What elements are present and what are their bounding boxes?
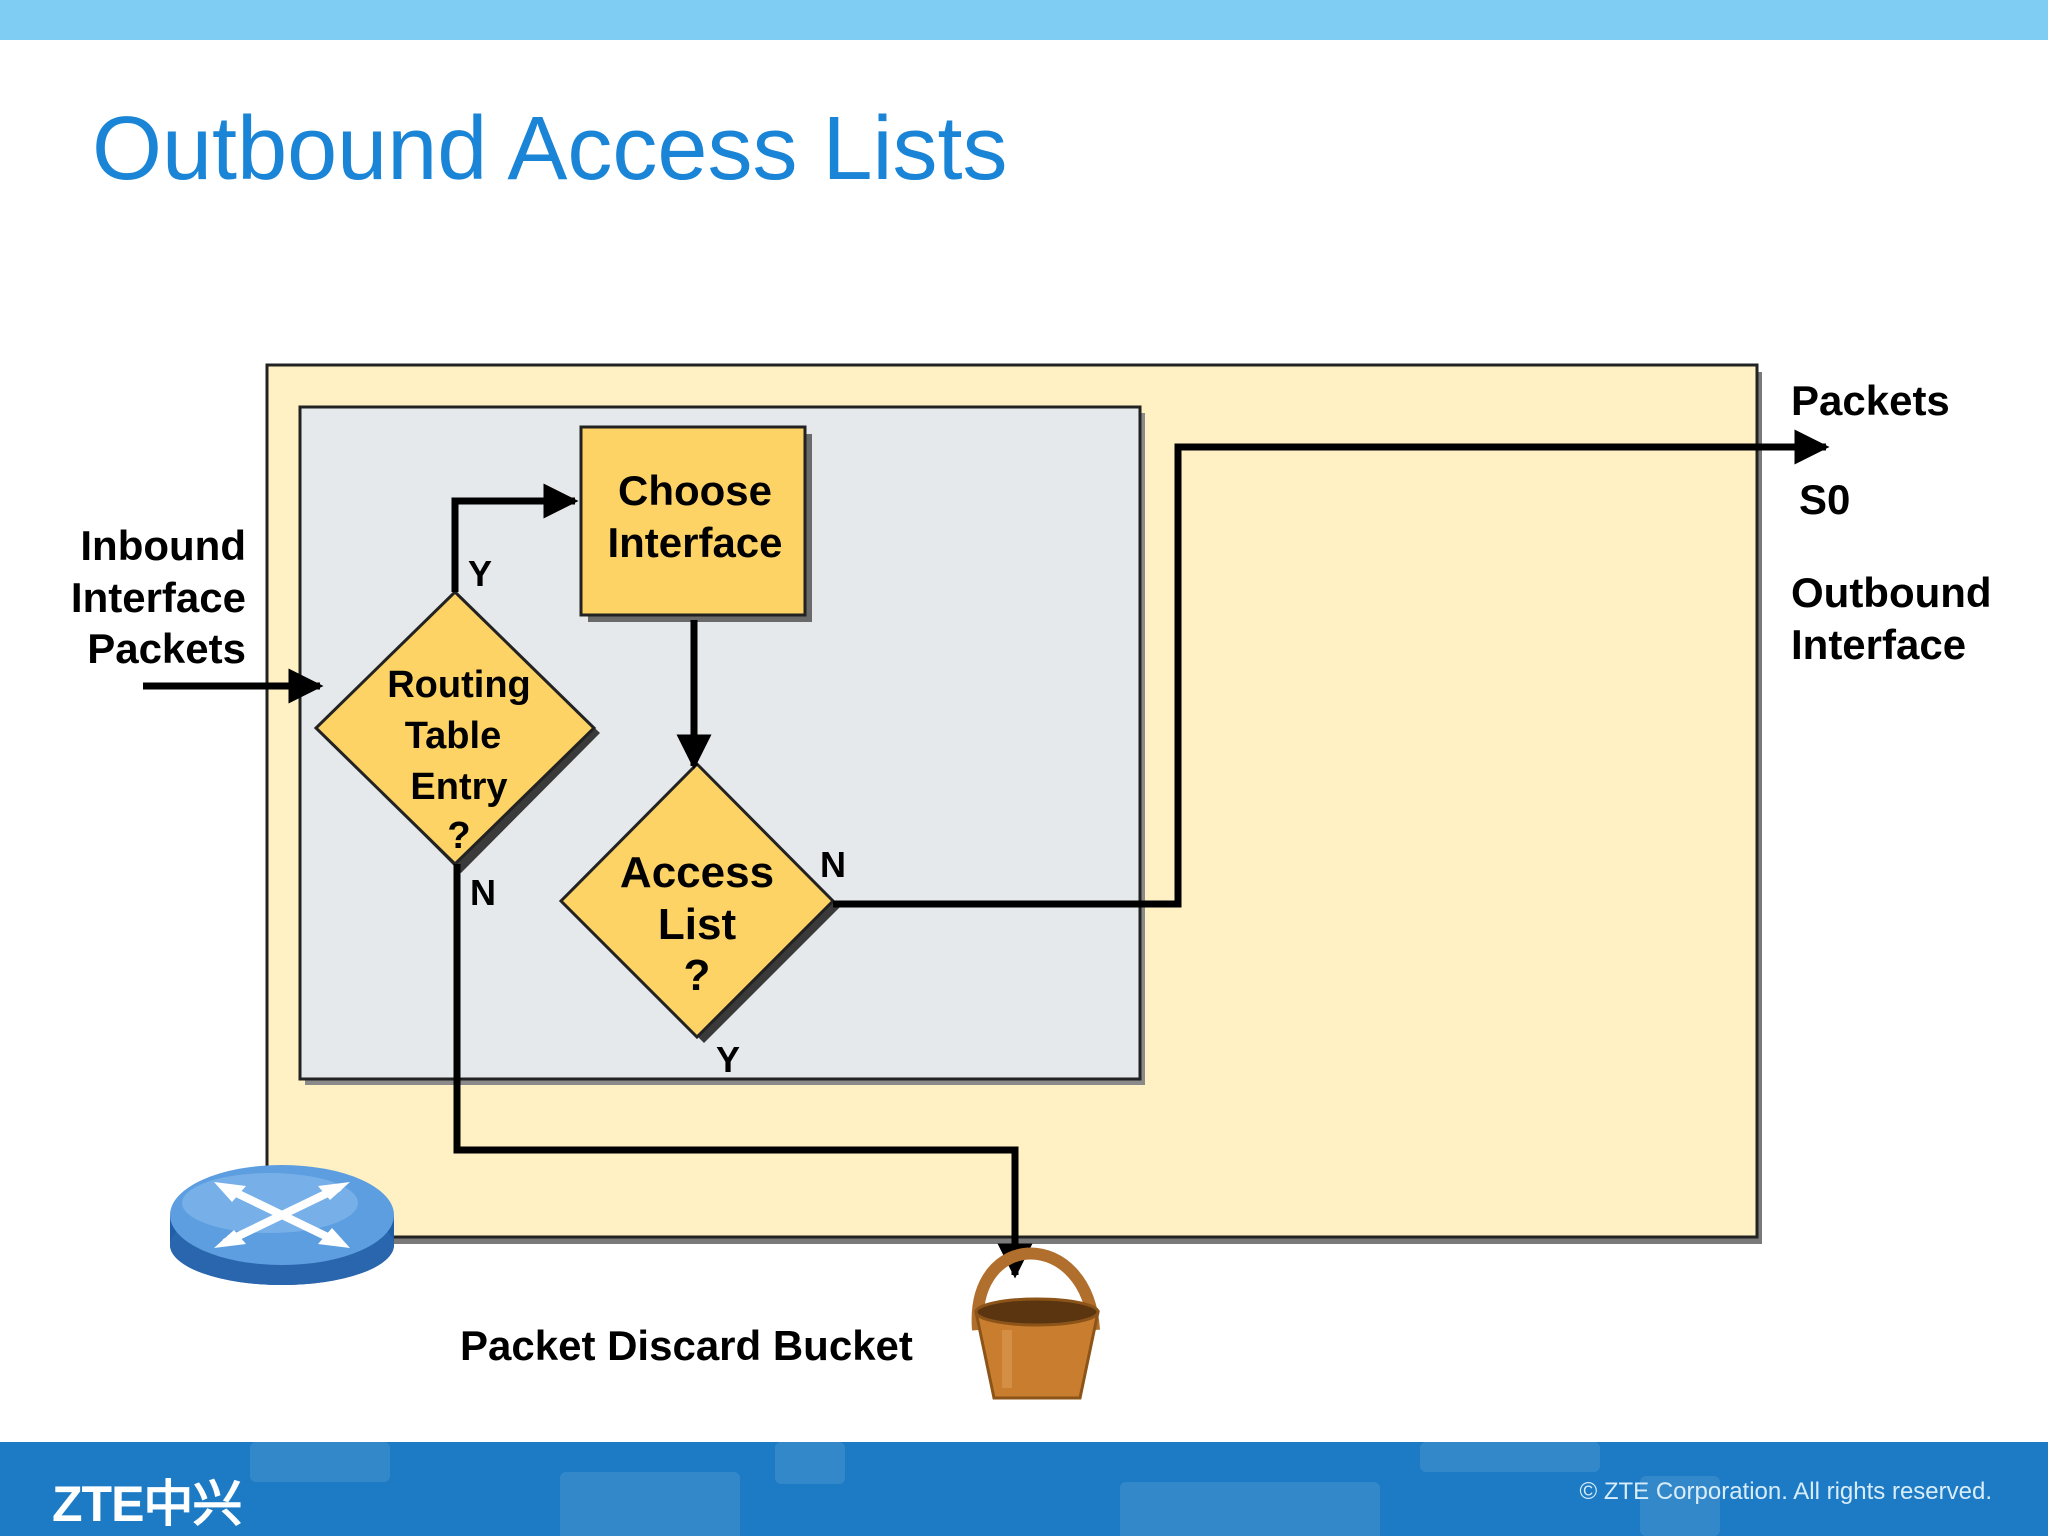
- footer-bar: ZTE中兴 © ZTE Corporation. All rights rese…: [0, 1442, 2048, 1536]
- choose-interface-label-1: Choose: [618, 467, 772, 514]
- choose-interface-box: [579, 425, 807, 617]
- flow-diagram: Choose Interface Routing Table Entry ? A…: [71, 363, 1992, 1400]
- outbound-label-2: Interface: [1791, 621, 1966, 668]
- footer-tile: [250, 1442, 390, 1482]
- routing-label-1: Routing: [387, 664, 531, 706]
- access-list-label-3: ?: [684, 951, 711, 1000]
- router-icon: [170, 1165, 394, 1285]
- footer-tile: [1120, 1482, 1380, 1536]
- inbound-label-3: Packets: [87, 625, 246, 672]
- bucket-icon: [971, 1247, 1100, 1400]
- access-yes-label: Y: [716, 1039, 740, 1080]
- footer-tile: [775, 1442, 845, 1484]
- routing-yes-path: [451, 483, 579, 592]
- routing-no-label: N: [470, 872, 496, 913]
- copyright-text: © ZTE Corporation. All rights reserved.: [1579, 1478, 1993, 1505]
- outbound-label-1: Outbound: [1791, 569, 1992, 616]
- discard-bucket-label: Packet Discard Bucket: [460, 1322, 913, 1369]
- routing-label-3: Entry: [410, 766, 507, 808]
- footer-tile: [1420, 1442, 1600, 1472]
- routing-label-2: Table: [405, 715, 501, 757]
- routing-label-4: ?: [447, 815, 470, 857]
- routing-yes-label: Y: [468, 553, 492, 594]
- routing-no-path: [453, 864, 1033, 1279]
- access-list-decision: [558, 761, 836, 1040]
- access-no-path: [833, 429, 1830, 908]
- inbound-label-2: Interface: [71, 574, 246, 621]
- company-logo: ZTE中兴: [52, 1476, 242, 1532]
- access-no-label: N: [820, 844, 846, 885]
- footer-tile: [1640, 1476, 1720, 1536]
- access-list-label-1: Access: [620, 848, 774, 897]
- top-banner: [0, 0, 2048, 40]
- packets-label: Packets: [1791, 377, 1950, 424]
- s0-label: S0: [1799, 476, 1850, 523]
- slide-title: Outbound Access Lists: [92, 99, 1008, 199]
- inbound-label-1: Inbound: [80, 522, 246, 569]
- access-list-label-2: List: [658, 900, 737, 949]
- footer-tile: [560, 1472, 740, 1536]
- choose-interface-label-2: Interface: [607, 519, 782, 566]
